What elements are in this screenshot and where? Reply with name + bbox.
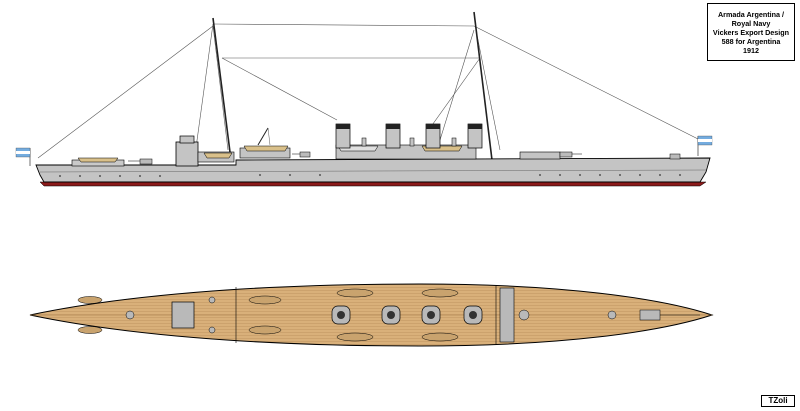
funnel (335, 123, 351, 149)
title-line: Armada Argentina / (717, 9, 785, 19)
funnel (385, 123, 401, 149)
ventilators (361, 137, 457, 147)
boat-crane (257, 127, 269, 146)
author-signature: TZoli (761, 395, 795, 407)
boat (77, 157, 119, 163)
bridge-plan (171, 301, 195, 329)
fore-mast (212, 17, 232, 161)
funnels (335, 123, 483, 149)
title-block: Armada Argentina / Royal Navy Vickers Ex… (707, 3, 795, 61)
title-line: 588 for Argentina (721, 36, 781, 46)
plan-view (29, 283, 714, 347)
stern-flag (697, 135, 713, 156)
boat (243, 145, 289, 152)
stern-detail (639, 309, 700, 321)
profile-view (15, 11, 713, 187)
bow-flag (15, 147, 31, 166)
funnel (425, 123, 441, 149)
title-line: Vickers Export Design (712, 27, 790, 37)
funnel (467, 123, 483, 149)
title-line: Royal Navy (731, 18, 771, 28)
hull (35, 157, 711, 183)
bridge (175, 141, 199, 167)
rigging (37, 23, 701, 159)
title-line: 1912 (743, 45, 759, 55)
boot-topping (39, 181, 707, 187)
boats-plan (77, 288, 459, 342)
portholes (59, 174, 681, 177)
guns (128, 151, 681, 165)
main-mast (473, 11, 493, 161)
guns-plan (125, 296, 617, 334)
boat (203, 152, 233, 159)
